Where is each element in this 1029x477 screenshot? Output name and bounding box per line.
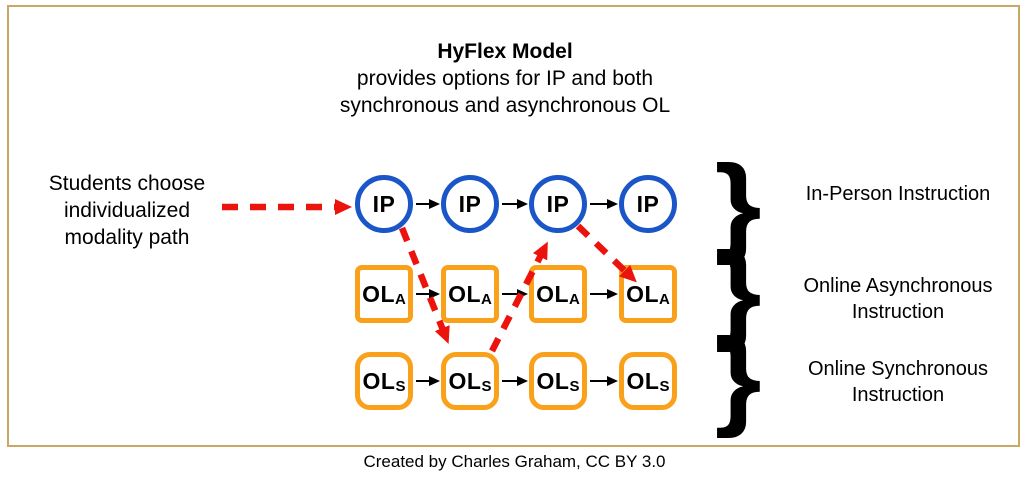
node-ol-sync-2-label: OL [448,367,482,394]
node-ip-4-label: IP [636,190,660,217]
node-ol-sync-3-subscript: S [569,377,580,395]
node-ol-async-3-label: OL [536,280,570,307]
node-ip-3-label: IP [546,190,570,217]
node-ol-async-3-subscript: A [569,290,580,308]
diagram-title: HyFlex Model [437,40,573,63]
note-line-3: modality path [64,226,190,249]
label-in-person-line-1: In-Person Instruction [805,183,991,205]
label-online-async-line-1: Online Asynchronous [803,275,993,297]
node-ol-async-1-label: OL [362,280,396,307]
node-ip-2: IP [441,175,499,233]
node-ol-async-4-label: OL [626,280,660,307]
diagram-subtitle-line-1: provides options for IP and both [356,67,654,90]
label-online-synchronous-instruction: Online Synchronous Instruction [772,356,1024,408]
node-ip-2-label: IP [458,190,482,217]
label-in-person-instruction: In-Person Instruction [772,181,1024,207]
node-ol-async-2-label: OL [448,280,482,307]
node-ip-3: IP [529,175,587,233]
brace-online-synchronous: } [714,316,762,439]
diagram-border-frame [7,5,1020,447]
attribution-caption: Created by Charles Graham, CC BY 3.0 [363,452,666,471]
brace-in-person: } [714,143,762,266]
label-online-sync-line-2: Instruction [851,384,945,406]
node-ol-sync-3-label: OL [536,367,570,394]
students-choose-note: Students choose individualized modality … [27,170,227,251]
brace-online-asynchronous: } [714,230,762,353]
diagram-subtitle-line-2: synchronous and asynchronous OL [339,94,671,117]
node-ol-sync-2-subscript: S [481,377,492,395]
node-ip-4: IP [619,175,677,233]
label-online-asynchronous-instruction: Online Asynchronous Instruction [772,273,1024,325]
diagram-title-block: HyFlex Model provides options for IP and… [205,38,805,119]
node-ol-async-2-subscript: A [481,290,492,308]
node-ol-sync-4-subscript: S [659,377,670,395]
label-online-async-line-2: Instruction [851,301,945,323]
node-ip-1: IP [355,175,413,233]
note-line-1: Students choose [48,172,206,195]
node-ol-async-4-subscript: A [659,290,670,308]
node-ol-sync-1-subscript: S [395,377,406,395]
node-ol-async-1-subscript: A [395,290,406,308]
node-ol-sync-4-label: OL [626,367,660,394]
note-line-2: individualized [63,199,191,222]
node-ip-1-label: IP [372,190,396,217]
node-ol-sync-1-label: OL [362,367,396,394]
label-online-sync-line-1: Online Synchronous [807,358,989,380]
